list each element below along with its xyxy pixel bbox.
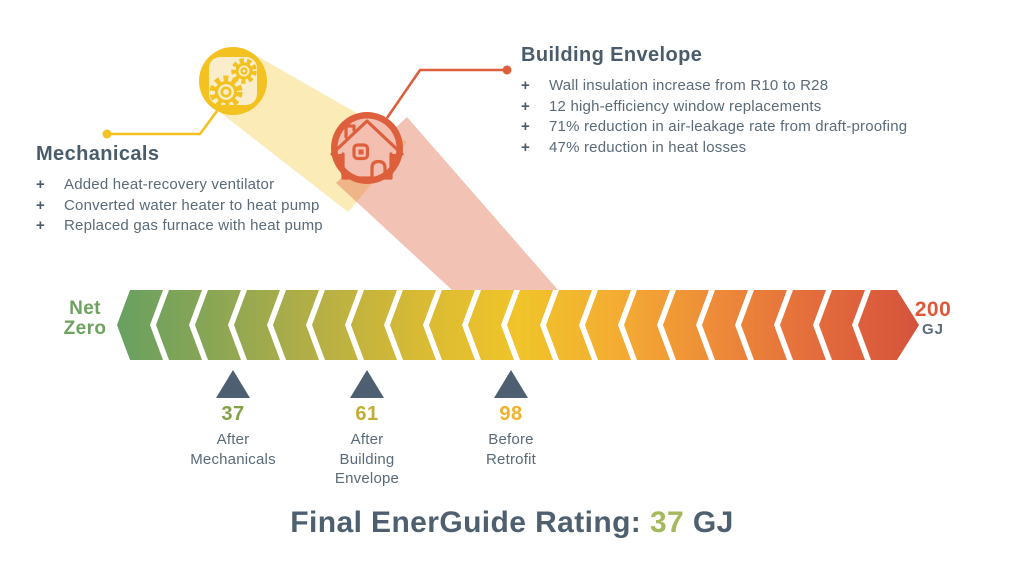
scale-chevron bbox=[585, 290, 631, 360]
bullet-text: Converted water heater to heat pump bbox=[64, 196, 320, 214]
building-envelope-title: Building Envelope bbox=[521, 44, 703, 66]
bullet-text: Added heat-recovery ventilator bbox=[64, 176, 275, 193]
bullet-text: 12 high-efficiency window replacements bbox=[549, 97, 822, 115]
bullet-text: 71% reduction in air-leakage rate from d… bbox=[549, 118, 908, 135]
marker-98-label: Before Retrofit bbox=[486, 431, 536, 468]
gears-icon bbox=[199, 47, 267, 115]
envelope-connector-dot bbox=[502, 65, 512, 75]
scale-chevron bbox=[312, 290, 358, 360]
scale-chevron bbox=[195, 290, 241, 360]
energy-scale-bar bbox=[117, 290, 919, 360]
marker-triangle-61 bbox=[350, 370, 384, 398]
scale-chevron bbox=[234, 290, 280, 360]
mechanicals-callout: Mechanicals + Added heat-recovery ventil… bbox=[36, 143, 323, 237]
scale-chevron bbox=[546, 290, 592, 360]
marker-61-block: 61 After Building Envelope bbox=[297, 404, 437, 489]
marker-triangle-98 bbox=[494, 370, 528, 398]
gear-small-hub bbox=[240, 67, 248, 75]
gear-big-hub bbox=[220, 86, 232, 98]
mechanicals-connector-line bbox=[107, 110, 219, 136]
plus-bullet-icon: + bbox=[521, 118, 530, 135]
bullet-row: + 12 high-efficiency window replacements bbox=[521, 97, 907, 118]
house-outline bbox=[330, 119, 404, 180]
scale-chevron bbox=[117, 290, 163, 360]
final-rating-value: 37 bbox=[649, 506, 685, 539]
scale-chevron bbox=[507, 290, 553, 360]
scale-chevron bbox=[624, 290, 670, 360]
scale-chevron bbox=[156, 290, 202, 360]
mechanicals-connector-dot bbox=[102, 129, 112, 139]
scale-chevron bbox=[468, 290, 514, 360]
plus-bullet-icon: + bbox=[521, 138, 530, 156]
net-zero-line2: Zero bbox=[63, 318, 107, 339]
plus-bullet-icon: + bbox=[36, 196, 45, 214]
scale-chevron bbox=[390, 290, 436, 360]
marker-98-block: 98 Before Retrofit bbox=[441, 404, 581, 469]
gear-big-body bbox=[214, 80, 238, 104]
plus-bullet-icon: + bbox=[521, 97, 530, 115]
scale-max-value: 200 bbox=[914, 298, 952, 321]
plus-bullet-icon: + bbox=[36, 217, 45, 234]
gear-small-body bbox=[235, 62, 253, 80]
marker-37-value: 37 bbox=[221, 403, 245, 425]
gear-small-teeth bbox=[231, 58, 257, 84]
final-rating-unit: GJ bbox=[692, 506, 734, 539]
scale-chevron bbox=[663, 290, 709, 360]
marker-98-value: 98 bbox=[499, 403, 523, 425]
house-wedge-left bbox=[335, 154, 343, 180]
plus-bullet-icon: + bbox=[36, 176, 45, 193]
bullet-row: + Converted water heater to heat pump bbox=[36, 196, 323, 217]
scale-chevron bbox=[429, 290, 475, 360]
scale-max-label: 200 GJ bbox=[903, 299, 963, 339]
marker-61-label: After Building Envelope bbox=[334, 431, 400, 487]
scale-chevron bbox=[702, 290, 748, 360]
scale-chevron bbox=[819, 290, 865, 360]
house-window-pane bbox=[358, 149, 364, 155]
marker-61-value: 61 bbox=[355, 403, 379, 425]
net-zero-line1: Net bbox=[69, 298, 101, 319]
gear-big-teeth bbox=[209, 75, 243, 109]
building-envelope-callout: Building Envelope + Wall insulation incr… bbox=[521, 44, 907, 158]
building-envelope-bullets: + Wall insulation increase from R10 to R… bbox=[521, 76, 907, 158]
final-rating-prefix: Final EnerGuide Rating: bbox=[290, 506, 642, 539]
bullet-row: + 47% reduction in heat losses bbox=[521, 138, 907, 159]
marker-37-label: After Mechanicals bbox=[190, 431, 276, 468]
scale-chevron bbox=[351, 290, 397, 360]
house-icon bbox=[330, 112, 404, 184]
scale-max-unit: GJ bbox=[921, 321, 944, 338]
plus-bullet-icon: + bbox=[521, 77, 530, 94]
mechanicals-bullets: + Added heat-recovery ventilator + Conve… bbox=[36, 175, 323, 237]
bullet-row: + Added heat-recovery ventilator bbox=[36, 175, 323, 196]
envelope-connector-line bbox=[385, 68, 504, 119]
scale-chevron bbox=[858, 290, 919, 360]
bullet-text: Wall insulation increase from R10 to R28 bbox=[549, 77, 829, 94]
final-rating: Final EnerGuide Rating: 37 GJ bbox=[0, 506, 1024, 540]
bullet-row: + Wall insulation increase from R10 to R… bbox=[521, 76, 907, 97]
mechanicals-title: Mechanicals bbox=[36, 143, 160, 165]
bullet-row: + Replaced gas furnace with heat pump bbox=[36, 216, 323, 237]
scale-chevron bbox=[780, 290, 826, 360]
house-wedge-right bbox=[391, 154, 399, 180]
marker-37-block: 37 After Mechanicals bbox=[163, 404, 303, 469]
marker-triangle-37 bbox=[216, 370, 250, 398]
scale-chevron bbox=[741, 290, 787, 360]
bullet-text: Replaced gas furnace with heat pump bbox=[64, 217, 323, 234]
bullet-row: + 71% reduction in air-leakage rate from… bbox=[521, 117, 907, 138]
scale-chevron bbox=[273, 290, 319, 360]
bullet-text: 47% reduction in heat losses bbox=[549, 138, 747, 156]
net-zero-label: Net Zero bbox=[50, 299, 120, 339]
